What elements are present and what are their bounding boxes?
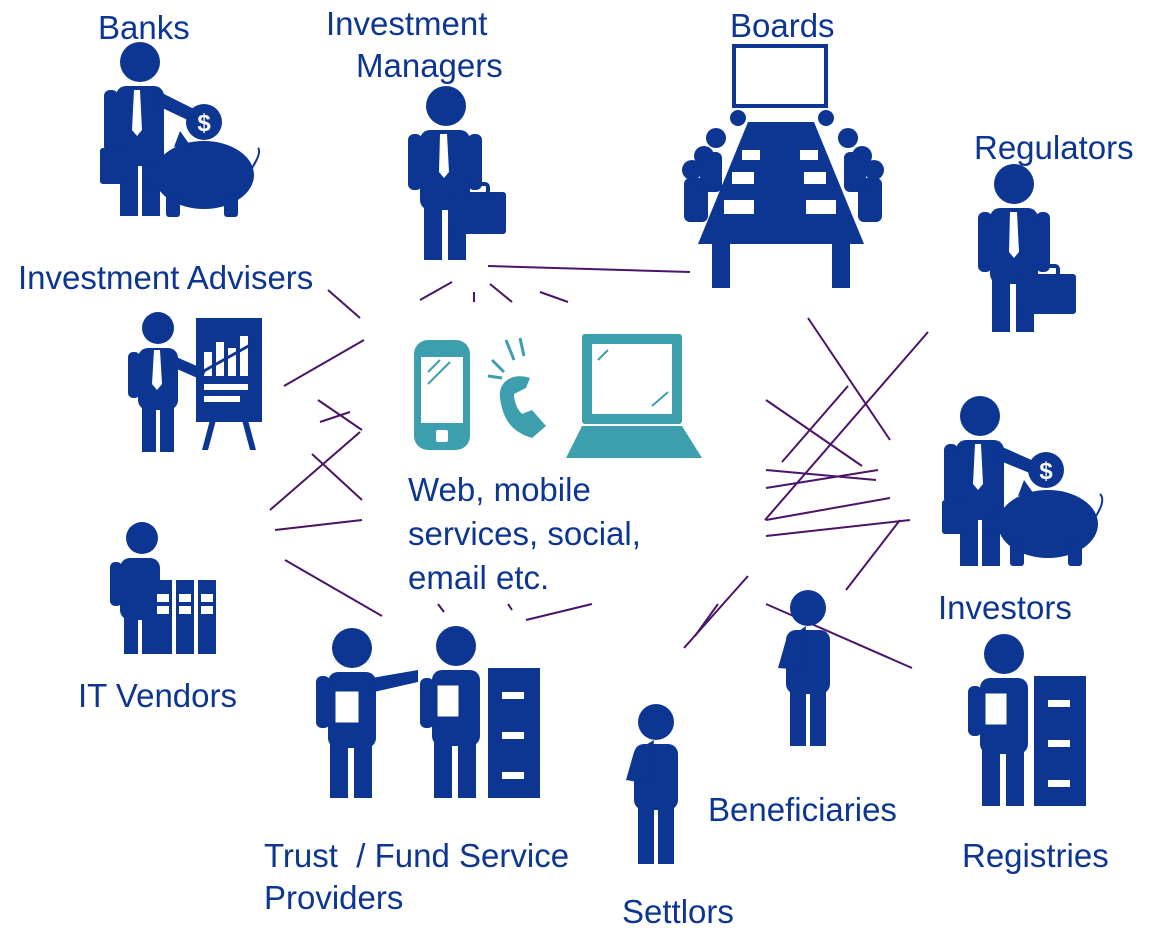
investor-with-piggy-bank-icon: $	[942, 396, 1104, 566]
presenter-with-chart-icon	[128, 312, 262, 452]
label-it-vendors: IT Vendors	[78, 677, 237, 714]
label-boards: Boards	[730, 7, 835, 44]
laptop-icon	[566, 334, 702, 458]
label-investment-advisers: Investment Advisers	[18, 259, 314, 296]
ringing-phone-handset-icon	[487, 337, 546, 438]
boardroom-meeting-icon	[682, 44, 884, 288]
registry-clerk-with-filing-cabinet-icon	[968, 634, 1086, 806]
label-beneficiaries: Beneficiaries	[708, 791, 897, 828]
regulator-with-briefcase-icon	[978, 164, 1076, 332]
connector-lines	[269, 265, 929, 669]
center-label-line2: services, social,	[408, 515, 641, 552]
svg-text:$: $	[197, 110, 211, 137]
label-banks: Banks	[98, 9, 190, 46]
label-investment-managers-line1: Investment	[326, 5, 488, 42]
center-label-line1: Web, mobile	[408, 471, 591, 508]
clerk-with-filing-cabinet-icon	[420, 626, 540, 798]
svg-text:$: $	[1039, 458, 1053, 485]
label-investors: Investors	[938, 589, 1072, 626]
mobile-phone-icon	[414, 340, 470, 450]
beneficiary-thinking-icon	[778, 590, 830, 746]
settlor-thinking-icon	[626, 704, 678, 864]
label-investment-managers-line2: Managers	[356, 47, 503, 84]
label-registries: Registries	[962, 837, 1109, 874]
manager-with-briefcase-icon	[408, 86, 506, 260]
label-trust-line2: Providers	[264, 879, 404, 916]
center-label-line3: email etc.	[408, 559, 550, 596]
label-settlors: Settlors	[622, 893, 734, 928]
banker-with-piggy-bank-icon: $	[100, 42, 261, 217]
service-provider-pointing-icon	[316, 628, 418, 798]
label-regulators: Regulators	[974, 129, 1134, 166]
label-trust-line1: Trust / Fund Service	[264, 837, 570, 874]
it-vendor-with-binders-icon	[110, 522, 216, 654]
